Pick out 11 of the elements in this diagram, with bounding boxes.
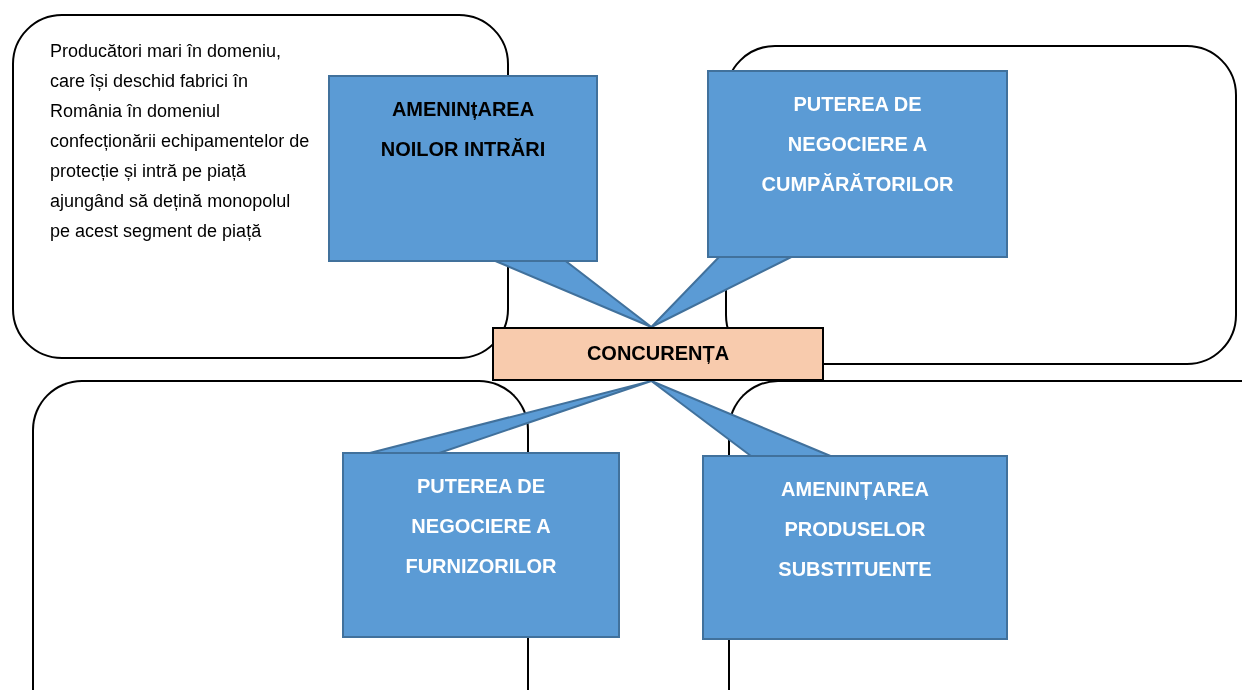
concept-label: CONCURENȚA [586, 342, 730, 364]
callout-pointer [650, 256, 793, 328]
callout-text: PUTEREA DE NEGOCIERE A FURNIZORILOR [405, 475, 557, 577]
description-text: Producători mari în domeniu, care își deschid fabrici în România în domeniul confecționării echipamentelor de protecție și intră pe piață ajungând să dețină monopolul pe acest segment de piață [50, 40, 311, 243]
callout-text: AMENINȚAREA PRODUSELOR SUBSTITUENTE [778, 478, 932, 580]
callout-text: AMENINțAREA NOILOR INTRĂRI [380, 98, 546, 160]
callout-pointer [494, 260, 653, 328]
callout-text: PUTEREA DE NEGOCIERE A CUMPĂRĂTORILOR [761, 93, 954, 195]
concept-box [492, 327, 824, 381]
callout-pointer [650, 380, 832, 457]
callout-box [707, 70, 1008, 258]
